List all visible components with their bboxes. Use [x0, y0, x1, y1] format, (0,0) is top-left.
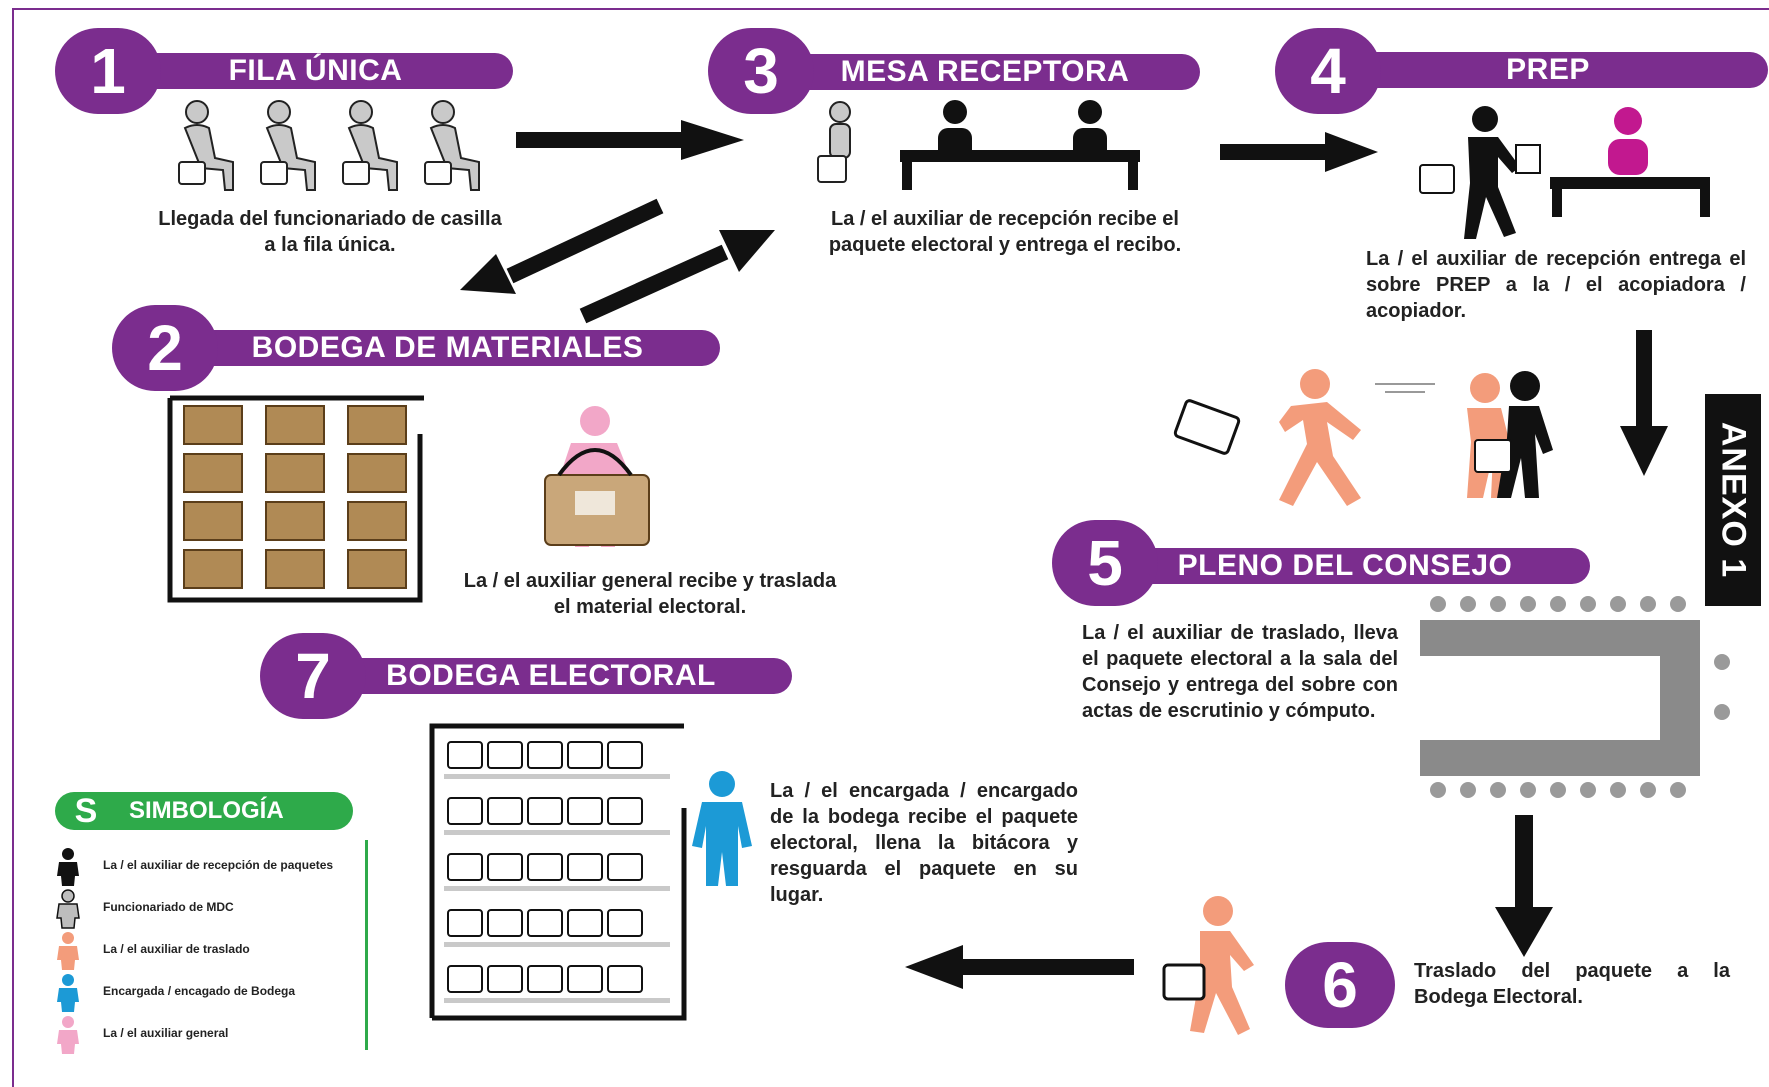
step-2-number: 2 — [112, 305, 218, 391]
arrow-diag-to-2 — [460, 198, 664, 294]
person-pink-icon — [57, 1016, 79, 1054]
step-2-title: BODEGA DE MATERIALES — [175, 330, 720, 366]
arrow-diag-to-3 — [579, 230, 775, 324]
step-1-number: 1 — [55, 28, 161, 114]
arrow-down-4-5 — [1620, 330, 1668, 476]
legend: S SIMBOLOGÍA La / el auxiliar de recepci… — [55, 792, 375, 1054]
legend-item-label: Funcionariado de MDC — [103, 900, 234, 914]
step-5-title: PLENO DEL CONSEJO — [1100, 548, 1590, 584]
step-6-description: Traslado del paquete a la Bodega Elector… — [1414, 960, 1730, 1008]
annex-label: ANEXO 1 — [1705, 394, 1761, 606]
legend-header — [55, 792, 353, 830]
person-outline-icon — [56, 889, 80, 929]
step-2-description: La / el auxiliar general recibe y trasla… — [463, 570, 837, 618]
legend-item-label: Encargada / encagado de Bodega — [103, 984, 296, 998]
legend-item-label: La / el auxiliar de recepción de paquete… — [103, 858, 334, 872]
person-blue-icon — [57, 974, 79, 1012]
transfer-walker-illustration — [1162, 896, 1254, 1035]
electoral-shelf-illustration — [429, 723, 687, 1021]
step-3-number: 3 — [708, 28, 814, 114]
warehouse-keeper-illustration — [692, 771, 752, 886]
prep-handoff-illustration — [1419, 106, 1710, 239]
step-7-title: BODEGA ELECTORAL — [310, 658, 792, 694]
general-assistant-illustration — [544, 406, 650, 547]
transfer-runners-illustration — [1173, 369, 1553, 506]
legend-title: SIMBOLOGÍA — [129, 797, 284, 824]
outer-frame — [12, 8, 1769, 1087]
reception-table-illustration — [817, 100, 1140, 190]
step-4-title: PREP — [1328, 52, 1768, 88]
step-3-title: MESA RECEPTORA — [770, 54, 1200, 90]
arrow-down-5-6 — [1495, 815, 1553, 957]
step-5-description: La / el auxiliar de traslado, lleva el p… — [1082, 622, 1398, 722]
person-salmon-icon — [57, 932, 79, 970]
legend-item-label: La / el auxiliar general — [103, 1026, 229, 1040]
step-1-title: FILA ÚNICA — [118, 53, 513, 89]
step-3-description: La / el auxiliar de recepción recibe el … — [828, 208, 1182, 256]
legend-badge: S — [74, 792, 98, 830]
person-black-icon — [57, 848, 79, 886]
legend-divider — [365, 840, 368, 1050]
arrow-right-3-4 — [1220, 132, 1378, 172]
step-6-number: 6 — [1285, 942, 1395, 1028]
arrow-left-6-7 — [905, 945, 1134, 989]
arrow-right-1-3 — [516, 120, 744, 160]
step-4-description: La / el auxiliar de recepción entrega el… — [1366, 248, 1746, 322]
step-5-number: 5 — [1052, 520, 1158, 606]
materials-shelf-illustration — [167, 395, 424, 603]
legend-item-label: La / el auxiliar de traslado — [103, 942, 250, 956]
step-4-number: 4 — [1275, 28, 1381, 114]
annex-text: ANEXO 1 — [1714, 421, 1753, 579]
queue-people-illustration — [178, 100, 480, 191]
council-table-illustration — [1420, 596, 1730, 798]
step-1-description: Llegada del funcionariado de casilla a l… — [158, 208, 502, 256]
step-7-description: La / el encargada / encargado de la bode… — [770, 780, 1078, 906]
step-7-number: 7 — [260, 633, 366, 719]
